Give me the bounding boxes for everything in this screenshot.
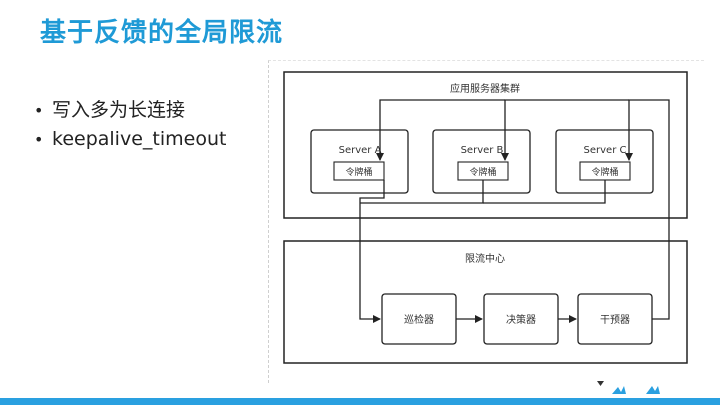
intervener-to-bucket-c-arrow xyxy=(625,99,670,320)
slide-title: 基于反馈的全局限流 xyxy=(40,18,284,48)
decorative-triangle-icon xyxy=(597,381,604,386)
server-c-token-bucket-label: 令牌桶 xyxy=(591,166,618,178)
bullet-item: • 写入多为长连接 xyxy=(34,96,226,125)
bucket-b-feedback-line xyxy=(360,180,484,204)
server-a-token-bucket-label: 令牌桶 xyxy=(345,166,372,178)
bottom-accent-bar xyxy=(0,398,720,405)
app-cluster-box xyxy=(283,71,688,219)
server-b-label: Server B xyxy=(461,145,504,156)
server-c-label: Server C xyxy=(584,145,627,156)
rate-limit-center-box xyxy=(283,240,688,364)
decorative-bird-icon xyxy=(646,386,660,394)
decision-maker-label: 决策器 xyxy=(506,313,536,326)
bullet-dot-icon: • xyxy=(34,130,44,149)
bullet-dot-icon: • xyxy=(34,101,44,120)
rate-limit-center-label: 限流中心 xyxy=(465,252,505,265)
bucket-c-feedback-line xyxy=(483,180,606,204)
decorative-bird-icon xyxy=(612,386,626,394)
server-a-token-bucket xyxy=(333,161,385,181)
server-b-token-bucket-label: 令牌桶 xyxy=(469,166,496,178)
server-a-label: Server A xyxy=(339,145,382,156)
intervener-to-bucket-a-arrow xyxy=(376,99,505,161)
bullet-text: keepalive_timeout xyxy=(52,128,227,150)
intervener-label: 干预器 xyxy=(600,314,630,326)
server-b-box xyxy=(432,129,531,194)
bucket-a-to-inspector-line xyxy=(359,180,385,323)
diagram-frame xyxy=(268,60,704,383)
server-a-box xyxy=(310,129,409,194)
bullet-list: • 写入多为长连接 • keepalive_timeout xyxy=(34,96,226,154)
inspector-label: 巡检器 xyxy=(404,313,434,326)
app-cluster-label: 应用服务器集群 xyxy=(450,82,520,95)
bullet-text: 写入多为长连接 xyxy=(52,99,186,121)
bullet-item: • keepalive_timeout xyxy=(34,125,226,154)
